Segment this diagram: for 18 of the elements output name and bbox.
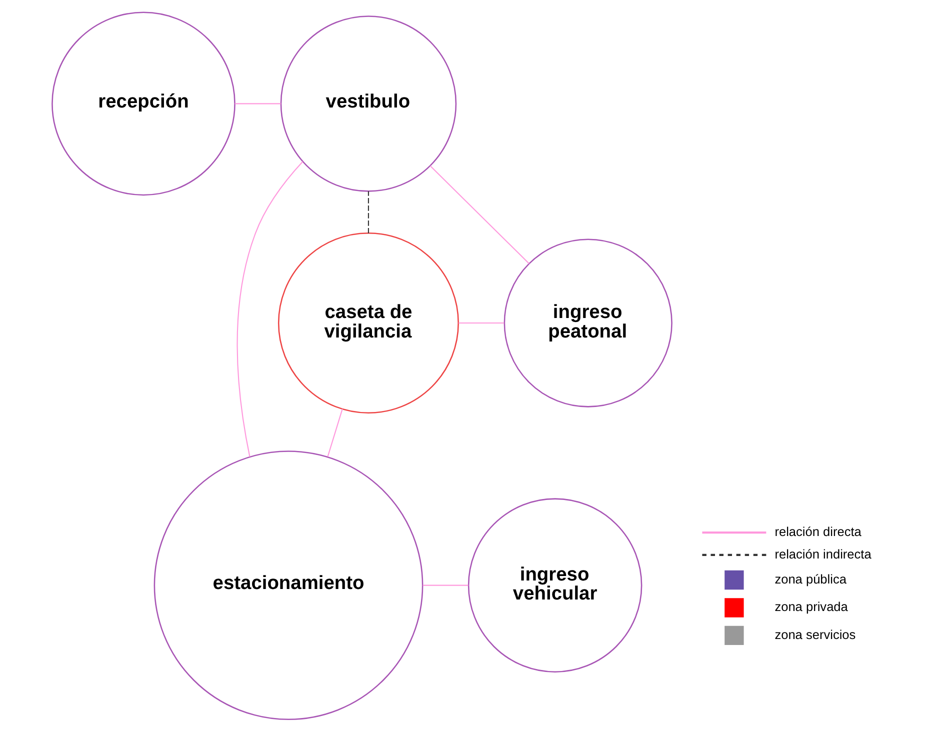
connector xyxy=(326,408,342,457)
legend-label: zona servicios xyxy=(774,626,856,642)
connector xyxy=(429,165,529,264)
connector xyxy=(234,103,280,104)
legend-label: zona pública xyxy=(774,571,846,586)
node-circle: recepción xyxy=(51,12,235,196)
node-circle: ingreso vehicular xyxy=(467,498,642,672)
connector xyxy=(422,584,468,586)
connector xyxy=(458,322,504,324)
legend-label: relación directa xyxy=(774,524,861,539)
connector xyxy=(236,161,303,457)
node-circle: vestibulo xyxy=(280,16,456,192)
node-circle: estacionamiento xyxy=(153,450,423,720)
connector xyxy=(367,191,368,234)
legend-label: zona privada xyxy=(774,599,848,614)
node-circle: caseta de vigilancia xyxy=(277,232,458,414)
legend-label: relación indirecta xyxy=(774,546,871,562)
node-circle: ingreso peatonal xyxy=(503,238,672,408)
